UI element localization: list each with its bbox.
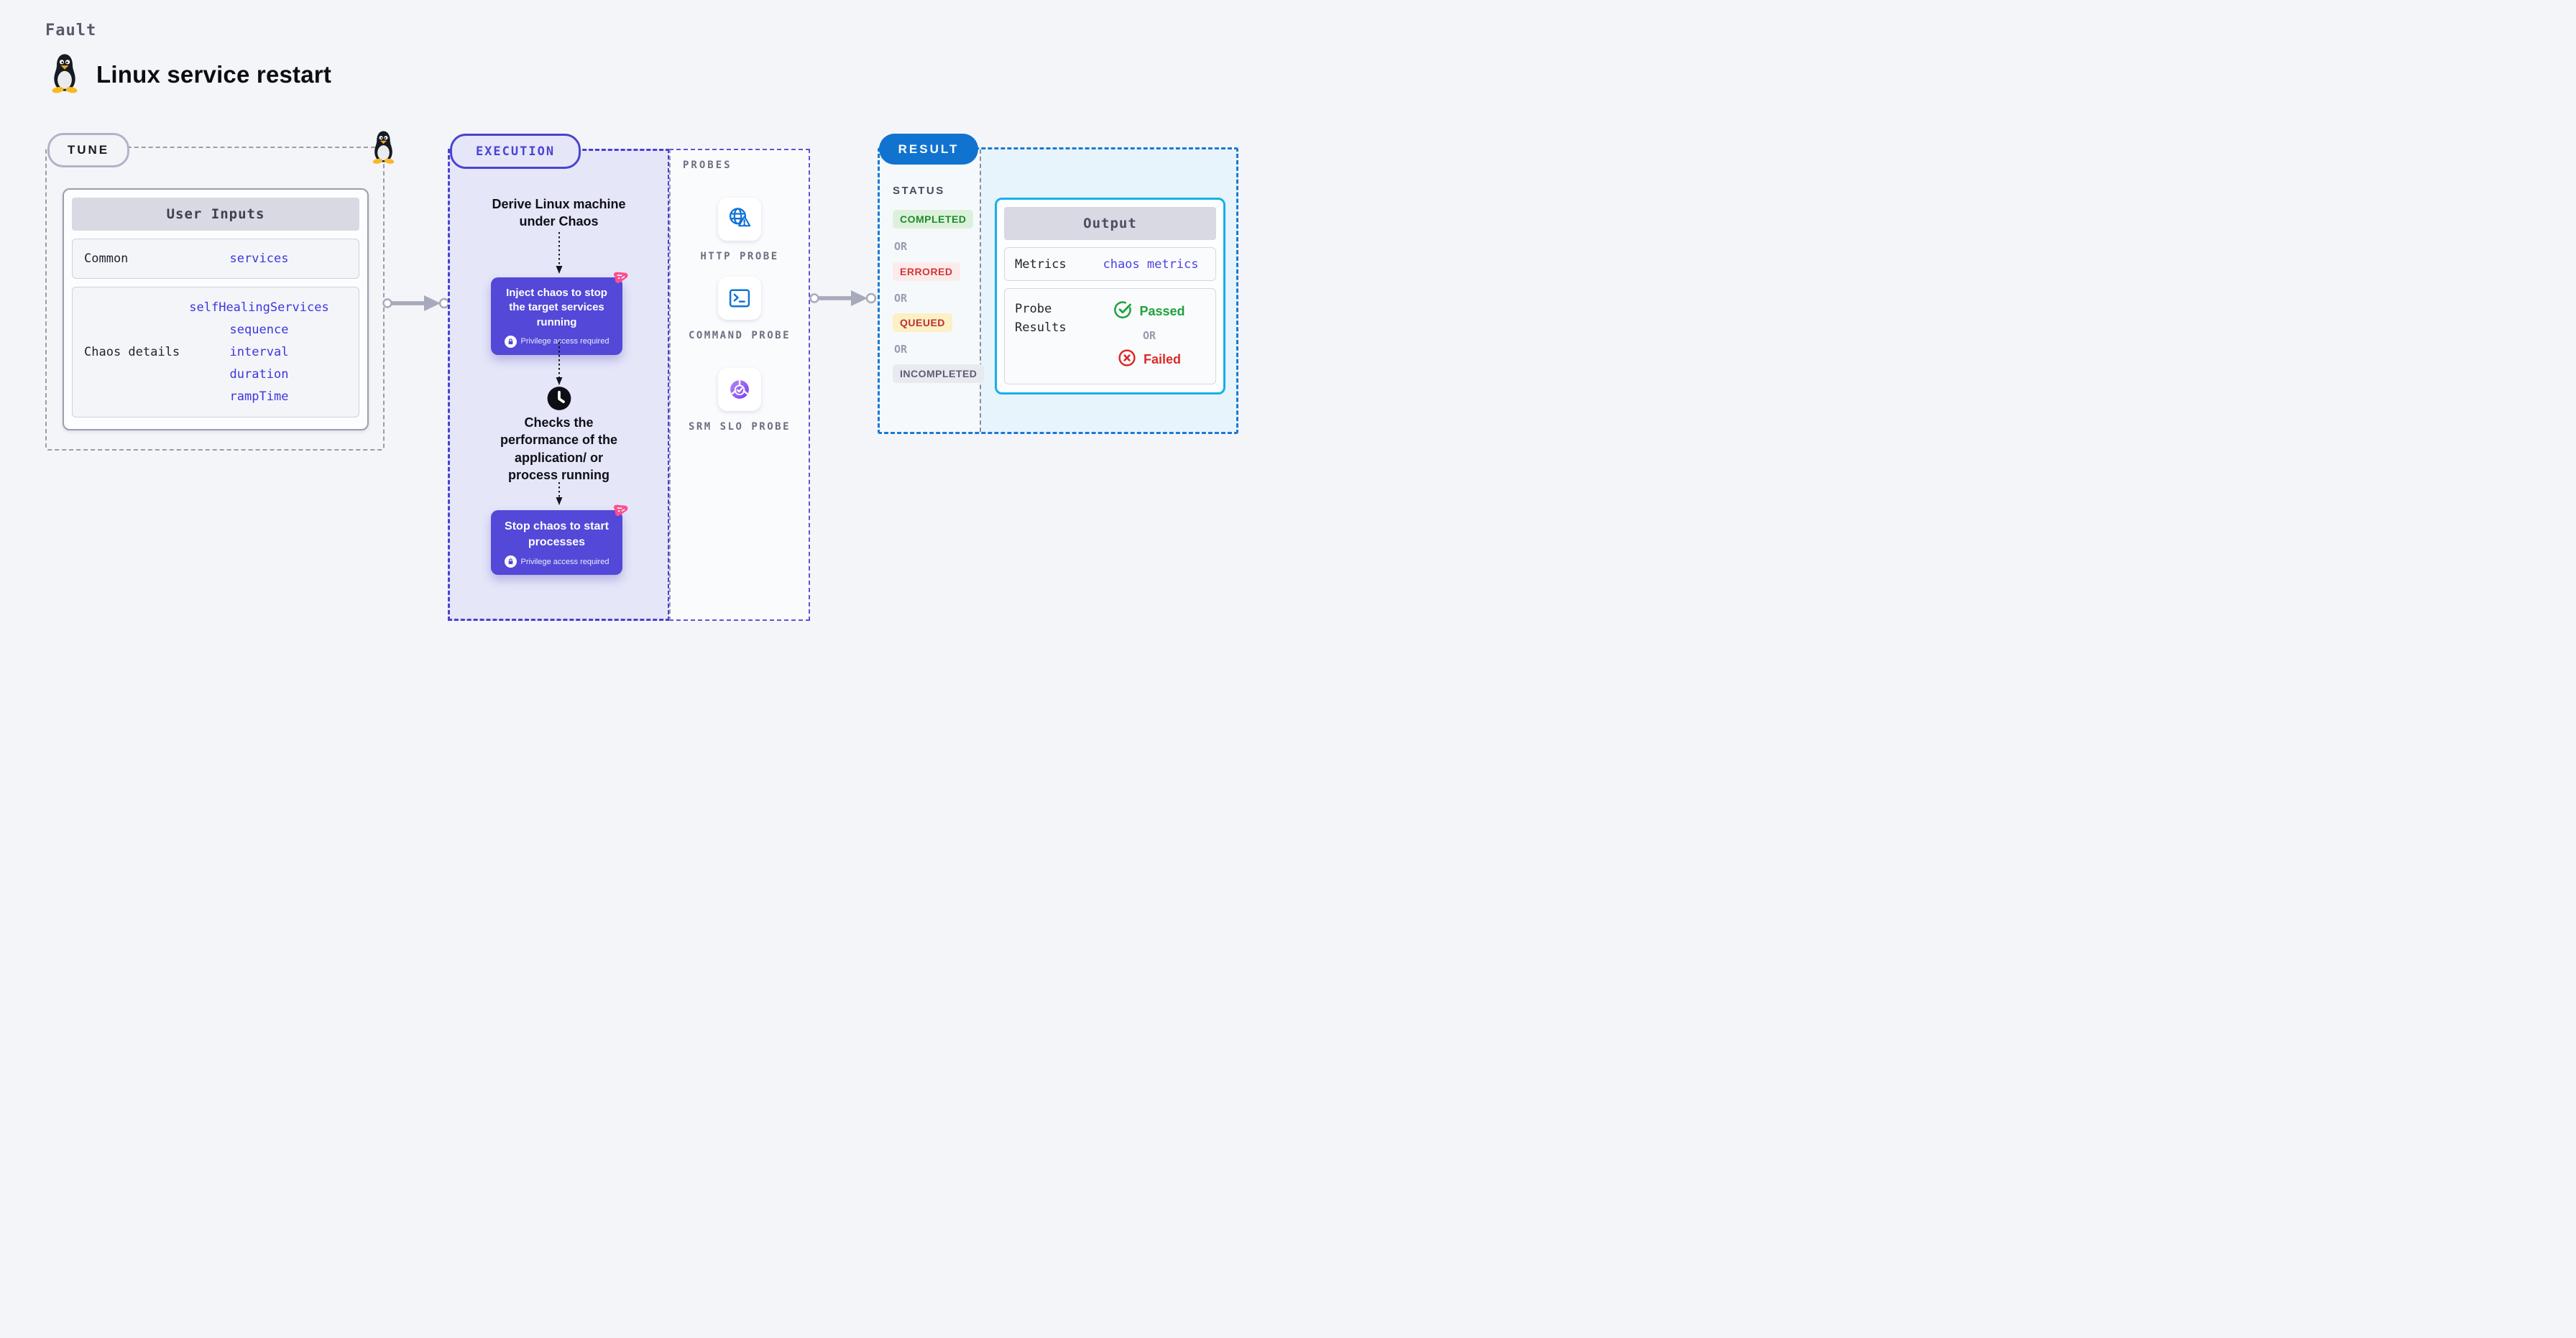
dotted-arrow-icon	[556, 232, 562, 274]
slo-donut-icon	[718, 368, 761, 411]
lock-icon	[504, 335, 517, 348]
probes-section: PROBES HTTP PROBE	[669, 149, 810, 621]
inject-node-badge-text: Privilege access required	[520, 337, 610, 346]
execution-pill: EXECUTION	[450, 134, 581, 169]
clock-icon	[546, 386, 571, 415]
checks-step-text: Checks the performance of the applicatio…	[500, 415, 618, 482]
arrow-tune-to-execution	[382, 295, 450, 311]
input-value: selfHealingServices	[189, 300, 329, 315]
user-input-row-common: Common services	[72, 239, 359, 279]
chaos-pink-icon	[611, 502, 629, 523]
tune-section: TUNE User Inputs Common services Cha	[45, 131, 395, 451]
inject-chaos-node: Inject chaos to stop the target services…	[491, 272, 628, 355]
probe-label: HTTP PROBE	[700, 251, 779, 262]
result-pill: RESULT	[879, 134, 978, 165]
page-title: Linux service restart	[96, 60, 332, 88]
passed-label: Passed	[1139, 304, 1185, 318]
x-circle-icon	[1118, 349, 1136, 371]
command-probe-item: COMMAND PROBE	[678, 277, 801, 344]
input-value: interval	[229, 345, 289, 359]
srm-slo-probe-item: SRM SLO PROBE	[678, 368, 801, 435]
input-value: services	[229, 252, 289, 266]
tux-penguin-icon	[49, 52, 80, 97]
status-title: STATUS	[893, 185, 945, 197]
or-label: OR	[894, 240, 908, 253]
dotted-arrow-icon	[556, 482, 562, 505]
fault-diagram: Fault Linux service restart TUNE	[0, 0, 1288, 669]
metrics-row: Metrics chaos metrics	[1004, 247, 1216, 281]
row-label: Chaos details	[84, 345, 180, 359]
title-row: Linux service restart	[49, 52, 331, 97]
status-badge-incompleted: INCOMPLETED	[893, 364, 985, 383]
metrics-label: Metrics	[1015, 257, 1067, 272]
user-input-row-chaos-details: Chaos details selfHealingServices sequen…	[72, 287, 359, 417]
derive-step-text: Derive Linux machine under Chaos	[492, 197, 626, 229]
input-value: sequence	[229, 323, 289, 337]
row-label: Common	[84, 252, 129, 266]
chaos-pink-icon	[611, 269, 629, 290]
lock-icon	[504, 555, 517, 568]
inject-node-title: Inject chaos to stop the target services…	[506, 287, 607, 328]
stop-node-title: Stop chaos to start processes	[505, 520, 609, 548]
user-inputs-title: User Inputs	[72, 198, 359, 231]
status-badge-errored: ERRORED	[893, 262, 960, 281]
tune-pill: TUNE	[47, 133, 129, 167]
http-probe-item: HTTP PROBE	[678, 198, 801, 265]
status-badge-queued: QUEUED	[893, 313, 952, 332]
tux-penguin-icon-small	[370, 129, 397, 167]
probe-label: SRM SLO PROBE	[688, 421, 791, 433]
output-card: Output Metrics chaos metrics Probe Resul…	[995, 198, 1225, 395]
failed-label: Failed	[1143, 352, 1181, 366]
probe-label: COMMAND PROBE	[688, 330, 791, 341]
input-value: duration	[229, 367, 289, 382]
metrics-value: chaos metrics	[1103, 257, 1199, 272]
dotted-arrow-icon	[556, 342, 562, 385]
stop-chaos-node: Stop chaos to start processes Privilege …	[491, 504, 628, 576]
check-circle-icon	[1113, 300, 1132, 323]
input-value: rampTime	[229, 389, 289, 404]
stop-node-badge-text: Privilege access required	[520, 557, 610, 566]
probe-results-row: Probe Results Passed OR	[1004, 288, 1216, 384]
execution-section: EXECUTION Derive Linux machine under Cha…	[448, 134, 670, 621]
user-inputs-card: User Inputs Common services Chaos detail…	[63, 188, 369, 430]
probes-title: PROBES	[683, 160, 732, 171]
fault-kicker: Fault	[45, 22, 97, 40]
or-label: OR	[894, 343, 908, 356]
arrow-execution-to-result	[809, 290, 877, 306]
or-label: OR	[1142, 329, 1156, 342]
result-section: RESULT STATUS COMPLETED OR ERRORED OR QU…	[878, 134, 1238, 434]
globe-alert-icon	[718, 198, 761, 241]
probe-results-label: Probe Results	[1015, 302, 1067, 335]
terminal-icon	[718, 277, 761, 320]
or-label: OR	[894, 292, 908, 305]
output-title: Output	[1004, 207, 1216, 240]
status-badge-completed: COMPLETED	[893, 210, 974, 229]
